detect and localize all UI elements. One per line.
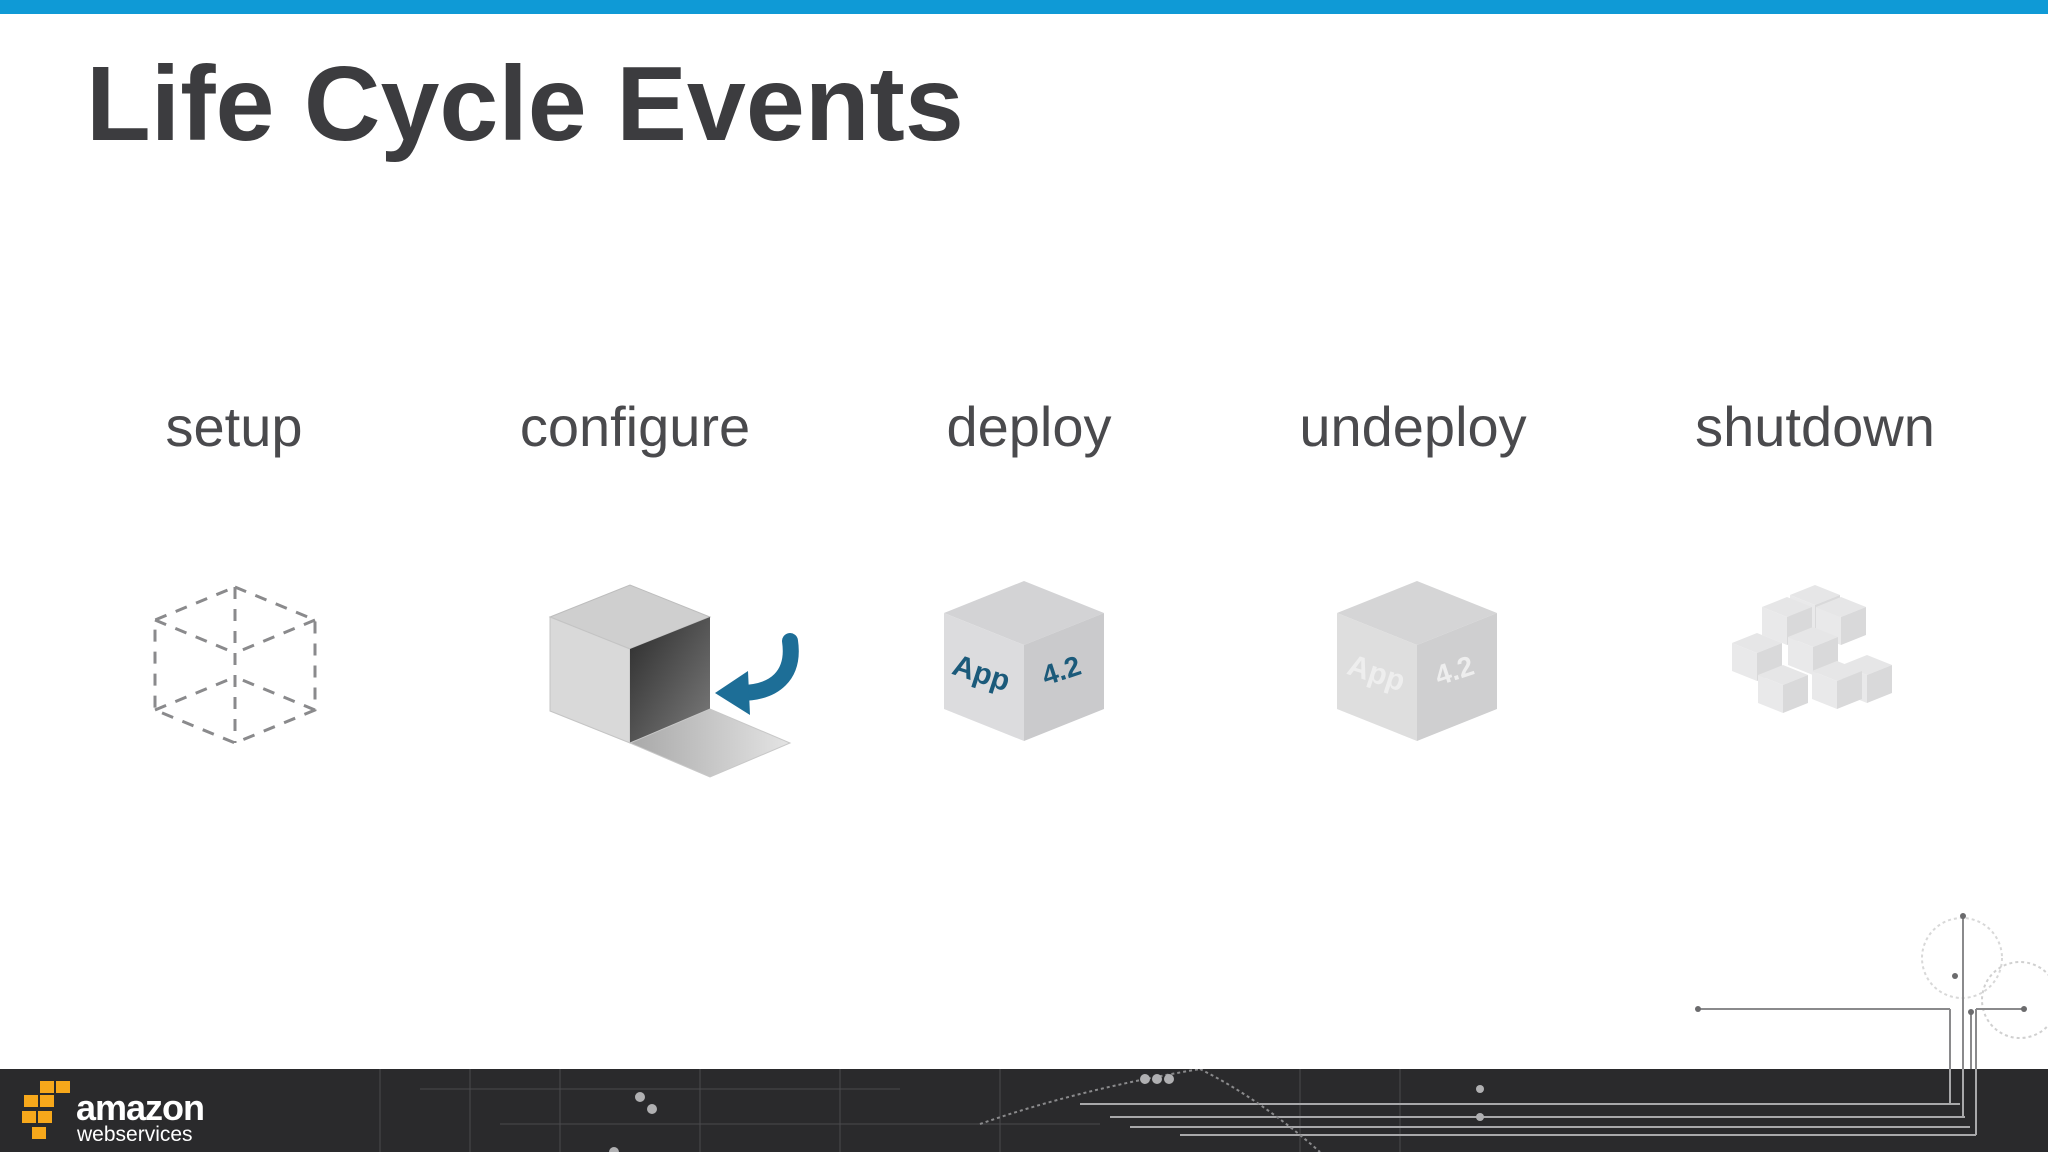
stage-label-configure: configure xyxy=(519,395,751,458)
stage-label-setup: setup xyxy=(165,395,303,458)
open-box-arrow-icon xyxy=(545,575,835,790)
footer-circuit-texture xyxy=(379,1069,1977,1152)
slide-title: Life Cycle Events xyxy=(86,45,964,163)
top-accent-bar xyxy=(0,0,2048,14)
aws-logo-amazon-text: amazon xyxy=(76,1087,205,1128)
dashed-cube-icon xyxy=(150,575,320,760)
circuit-decoration xyxy=(1695,913,2048,1070)
aws-cube-logo-icon xyxy=(22,1081,70,1139)
stage-label-deploy: deploy xyxy=(946,395,1112,458)
cube-pile-icon xyxy=(1728,575,1898,740)
stage-label-shutdown: shutdown xyxy=(1695,395,1935,458)
aws-logo: amazon webservices xyxy=(20,1077,210,1149)
footer-bar: amazon webservices xyxy=(0,1069,2048,1152)
faded-app-cube-icon: App 4.2 xyxy=(1335,575,1499,750)
aws-logo-webservices-text: webservices xyxy=(77,1123,193,1146)
app-cube-icon: App 4.2 xyxy=(942,575,1106,750)
stage-label-undeploy: undeploy xyxy=(1299,395,1527,458)
